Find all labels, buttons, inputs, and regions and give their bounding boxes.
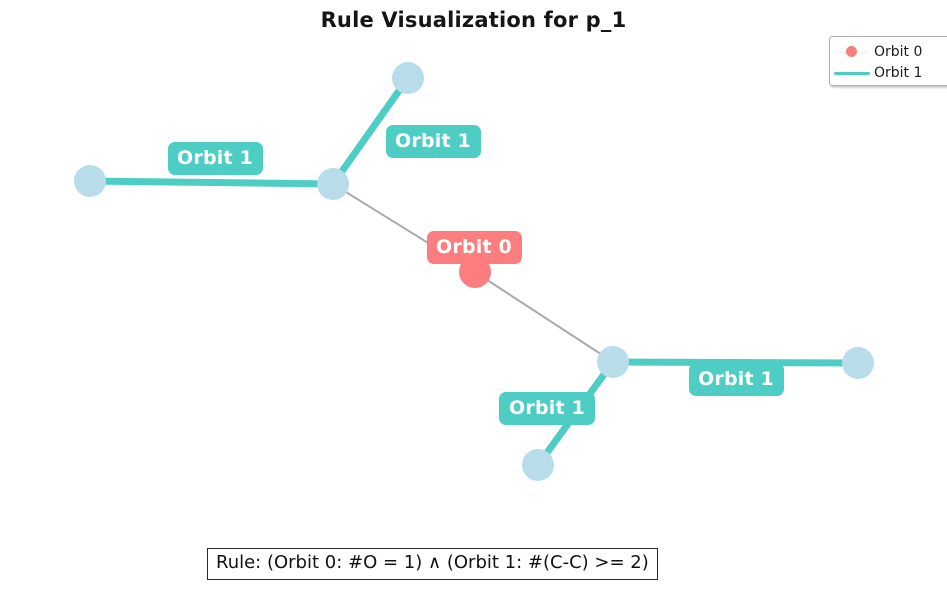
- orbit1-line-marker-icon: [830, 62, 874, 83]
- legend-item-orbit-0: Orbit 0: [830, 41, 947, 62]
- graph-node-n3: [459, 256, 491, 288]
- graph-node-n1: [317, 168, 349, 200]
- legend-label-orbit-1: Orbit 1: [874, 64, 923, 81]
- graph-annotation-label-1: Orbit 1: [385, 124, 481, 158]
- legend-item-orbit-1: Orbit 1: [830, 62, 947, 83]
- graph-annotation-label-4: Orbit 1: [499, 391, 595, 425]
- graph-node-n6: [522, 449, 554, 481]
- graph-node-n5: [842, 347, 874, 379]
- graph-edge-n1-n2: [329, 74, 412, 188]
- nodes-layer: [74, 62, 874, 481]
- graph-annotation-label-0: Orbit 1: [167, 141, 263, 175]
- graph-annotation-label-2: Orbit 0: [426, 230, 522, 264]
- graph-node-n4: [597, 346, 629, 378]
- legend-label-orbit-0: Orbit 0: [874, 43, 923, 60]
- orbit0-dot-marker-icon: [830, 41, 874, 62]
- graph-edge-n0-n1: [86, 177, 337, 188]
- rule-text-box: Rule: (Orbit 0: #O = 1) ∧ (Orbit 1: #(C-…: [207, 548, 658, 580]
- graph-edge-n3-n4: [474, 271, 614, 363]
- legend[interactable]: Orbit 0 Orbit 1: [829, 36, 947, 86]
- page-title: Rule Visualization for p_1: [320, 8, 627, 32]
- graph-node-n0: [74, 165, 106, 197]
- graph-annotation-label-3: Orbit 1: [688, 362, 784, 396]
- graph-node-n2: [392, 62, 424, 94]
